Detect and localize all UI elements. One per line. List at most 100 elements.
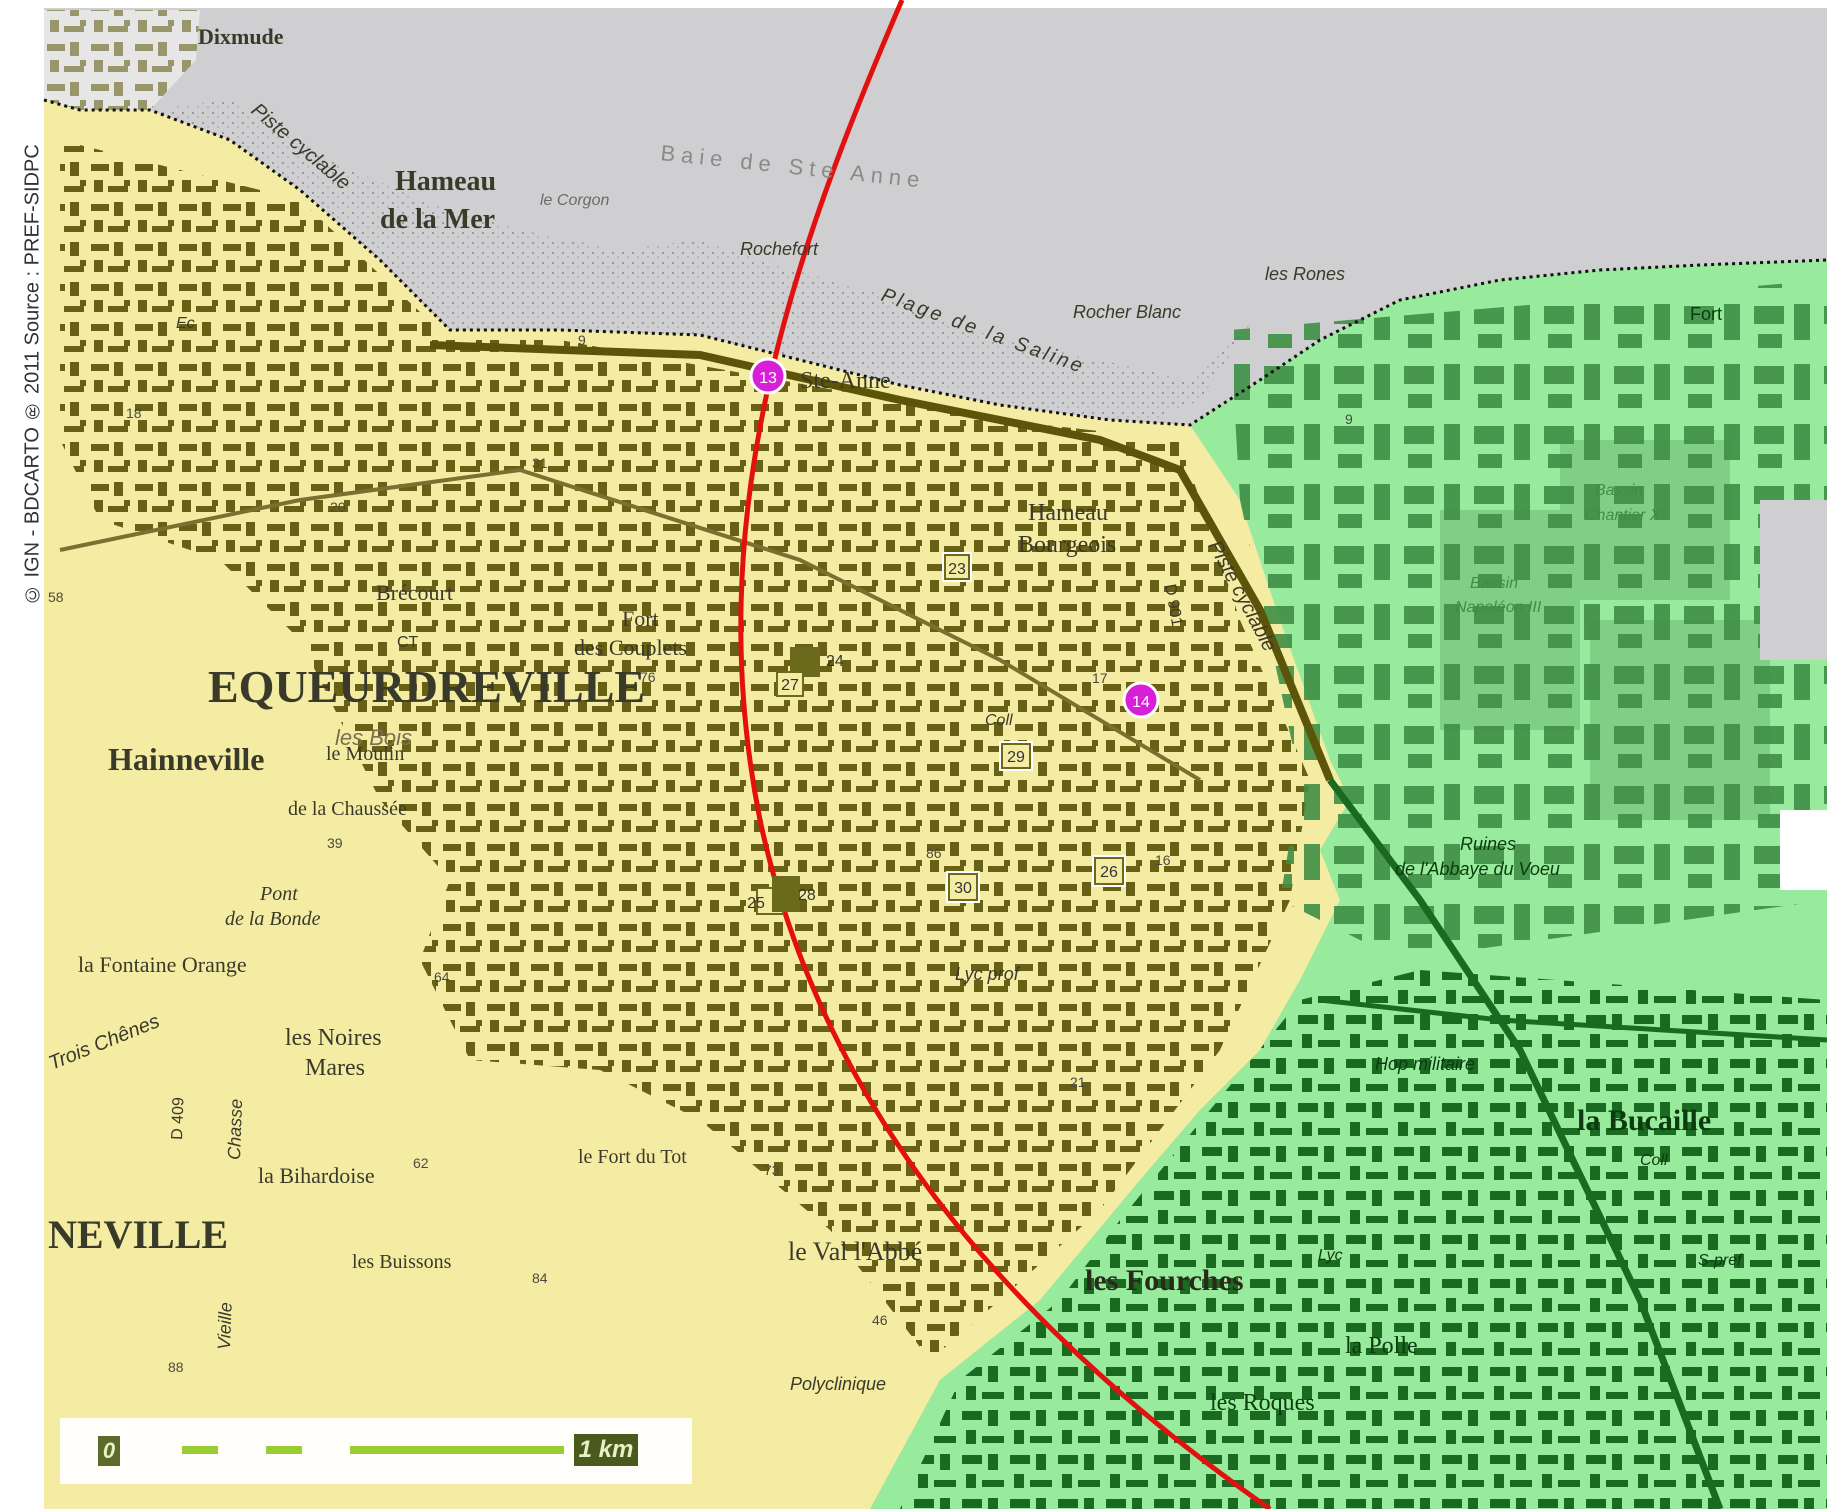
svg-text:30: 30 [954, 880, 972, 897]
spot-height: 86 [926, 845, 942, 861]
spot-height: 21 [1070, 1074, 1086, 1090]
label-noires-1: les Noires [285, 1025, 382, 1051]
label-les-rones: les Rones [1265, 264, 1345, 284]
label-bassin-napoleon-1: Bassin [1470, 575, 1518, 592]
label-d409: D 409 [169, 1097, 187, 1140]
label-coll-2: Coll [1640, 1152, 1668, 1169]
left-margin [0, 0, 44, 1509]
label-fort-couplets-2: des Couplets [574, 635, 687, 660]
scale-bar-start: 0 [98, 1436, 120, 1466]
foreshore [150, 100, 1260, 430]
spot-height: 18 [126, 405, 142, 421]
scale-bar-segment [266, 1446, 302, 1454]
site-marker-23[interactable]: 23 [942, 552, 972, 582]
label-rochefort: Rochefort [740, 239, 819, 259]
label-les-bois: les Bois [335, 725, 412, 750]
spot-height: 20 [330, 499, 346, 515]
label-fort-du-tot: le Fort du Tot [578, 1146, 687, 1168]
scale-bar: 0 1 km [60, 1418, 692, 1484]
spot-height: 17 [1092, 670, 1108, 686]
label-bihardoise: la Bihardoise [258, 1163, 375, 1188]
spot-height: 39 [327, 835, 343, 851]
spot-height: 58 [48, 589, 64, 605]
label-pont-2: de la Bonde [225, 908, 321, 930]
site-marker-27[interactable]: 27 [776, 671, 804, 697]
label-pont-1: Pont [259, 883, 298, 905]
label-la-bucaille: la Bucaille [1577, 1104, 1711, 1137]
scale-bar-end: 1 km [574, 1434, 638, 1466]
site-marker-28[interactable]: 28 [772, 876, 816, 912]
site-marker-24[interactable]: 24 [790, 647, 844, 677]
site-marker-29[interactable]: 29 [999, 741, 1033, 771]
svg-text:14: 14 [1132, 694, 1150, 711]
label-brecourt: Brécourt [376, 580, 453, 605]
inland-road [59, 467, 1202, 782]
cherbourg-road [1327, 777, 1724, 1509]
spot-height: 84 [532, 1270, 548, 1286]
label-vieille-chasse-1: Vieille [214, 1302, 236, 1350]
svg-text:25: 25 [747, 895, 765, 912]
spot-height: 31 [532, 455, 548, 471]
label-dixmude: Dixmude [198, 24, 284, 49]
magenta-marker-14[interactable]: 14 [1122, 681, 1160, 719]
label-rocher-blanc: Rocher Blanc [1073, 302, 1181, 322]
label-ste-anne: Ste-Anne [800, 368, 891, 394]
site-marker-26[interactable]: 26 [1092, 855, 1126, 887]
label-coll-1: Coll [985, 712, 1013, 729]
label-le-corgon: le Corgon [540, 192, 609, 209]
yellow-buildings [60, 140, 1310, 1360]
label-fontaine-orange: la Fontaine Orange [78, 952, 247, 977]
label-la-polle: la Polle [1345, 1333, 1418, 1359]
spot-height: 88 [168, 1359, 184, 1375]
magenta-marker-13[interactable]: 13 [749, 357, 787, 395]
label-noires-2: Mares [305, 1055, 365, 1081]
label-ct: CT [397, 634, 419, 651]
label-fort-ne: Fort [1690, 304, 1722, 324]
label-bassin-chantier-1: Bassin [1595, 482, 1643, 499]
spot-height: 62 [413, 1155, 429, 1171]
spot-height: 46 [872, 1312, 888, 1328]
label-equeurdreville: EQUEURDREVILLE [208, 661, 645, 712]
label-vieille-chasse-2: Chasse [224, 1098, 246, 1160]
label-neville: NEVILLE [48, 1212, 228, 1257]
spot-height: 9 [1345, 411, 1353, 427]
green-industrial-buildings [1230, 280, 1827, 960]
label-hameau-bourgeois-2: Bourgeois [1018, 532, 1116, 558]
svg-text:24: 24 [826, 653, 844, 670]
scale-bar-segment [182, 1446, 218, 1454]
green-town-buildings [900, 970, 1827, 1509]
svg-text:13: 13 [759, 370, 777, 387]
label-moulin-2: de la Chaussée [288, 798, 407, 820]
label-ruines-2: de l'Abbaye du Voeu [1395, 859, 1560, 879]
label-moulin-1: le Moulin [326, 743, 404, 765]
label-polyclinique: Polyclinique [790, 1374, 886, 1394]
label-fort-couplets-1: Fort [622, 606, 659, 631]
top-margin [0, 0, 1827, 8]
cherbourg-road-2 [1319, 997, 1827, 1043]
label-bassin-chantier-2: Chantier X [1585, 507, 1662, 524]
svg-text:29: 29 [1007, 749, 1025, 766]
svg-text:23: 23 [948, 561, 966, 578]
source-credit: © IGN - BDCARTO ® 2011 Source : PREF-SID… [21, 144, 44, 606]
label-hameau-mer-1: Hameau [395, 166, 496, 197]
label-les-fourches: les Fourches [1085, 1264, 1244, 1297]
svg-text:27: 27 [781, 677, 799, 694]
site-marker-30[interactable]: 30 [946, 871, 980, 903]
label-lyc-prof: Lyc prof [955, 964, 1021, 984]
label-buissons: les Buissons [352, 1251, 452, 1273]
harbour-water-right [1760, 500, 1827, 660]
harbour-jetty [1780, 810, 1827, 890]
scale-bar-segment [350, 1446, 564, 1454]
label-hainneville: Hainneville [108, 741, 264, 777]
coastal-road [429, 341, 1334, 782]
svg-text:26: 26 [1100, 864, 1118, 881]
radius-arc [738, 0, 1272, 1509]
svg-text:28: 28 [798, 887, 816, 904]
coastline-boundary [43, 98, 1827, 427]
dixmude-buildings [44, 10, 200, 110]
label-val-abbe: le Val l'Abbé [788, 1237, 922, 1266]
label-bassin-napoleon-2: Napoléon III [1455, 599, 1542, 616]
spot-height: 9 [578, 332, 586, 348]
label-hop-militaire: Hop militaire [1375, 1054, 1475, 1074]
